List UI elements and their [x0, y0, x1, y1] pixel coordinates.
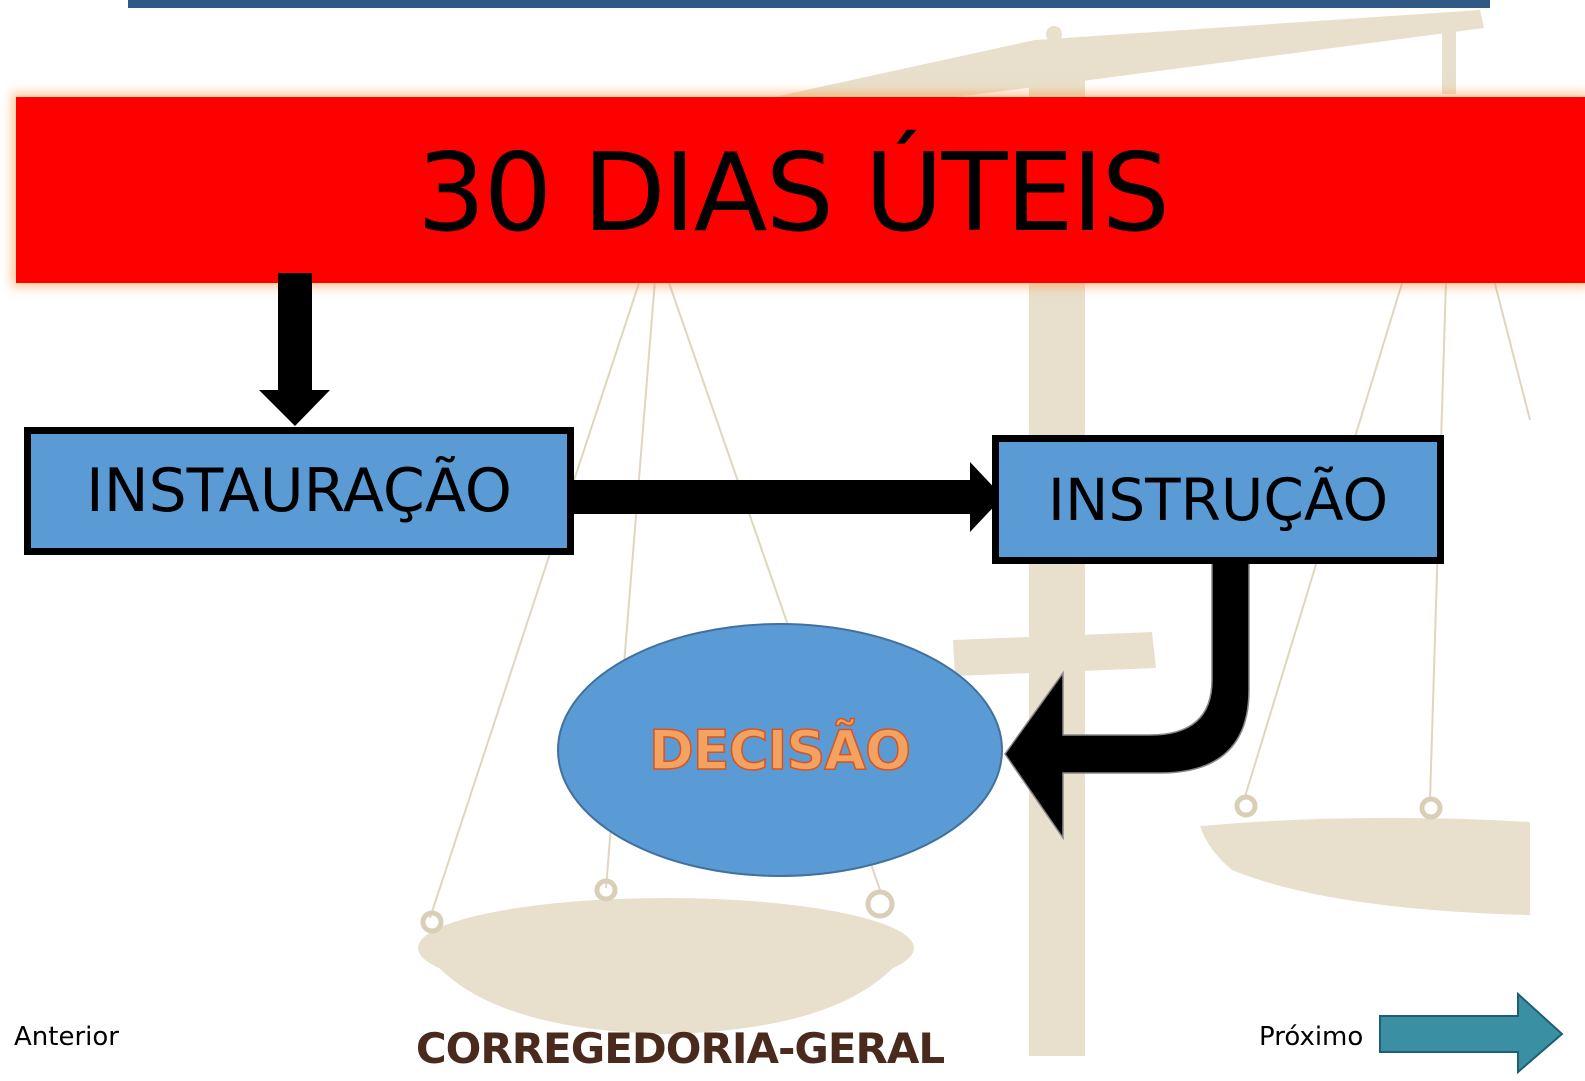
footer-title: CORREGEDORIA-GERAL — [415, 1024, 945, 1073]
deadline-banner: 30 DIAS ÚTEIS — [16, 97, 1585, 283]
decision-ellipse — [557, 623, 1003, 877]
previous-link[interactable]: Anterior — [14, 1022, 119, 1052]
down-arrow — [259, 273, 330, 426]
decisao-label: DECISÃO — [648, 718, 912, 783]
right-arrow-icon[interactable] — [1378, 992, 1564, 1074]
instauracao-label: INSTAURAÇÃO — [86, 456, 512, 526]
instrucao-box: INSTRUÇÃO — [992, 435, 1444, 564]
next-link[interactable]: Próximo — [1259, 1022, 1364, 1052]
instrucao-label: INSTRUÇÃO — [1047, 465, 1389, 534]
bent-arrow — [1004, 557, 1250, 841]
right-arrow — [574, 462, 1003, 532]
top-rule — [128, 0, 1490, 8]
deadline-text: 30 DIAS ÚTEIS — [416, 131, 1170, 256]
instauracao-box: INSTAURAÇÃO — [24, 427, 574, 555]
